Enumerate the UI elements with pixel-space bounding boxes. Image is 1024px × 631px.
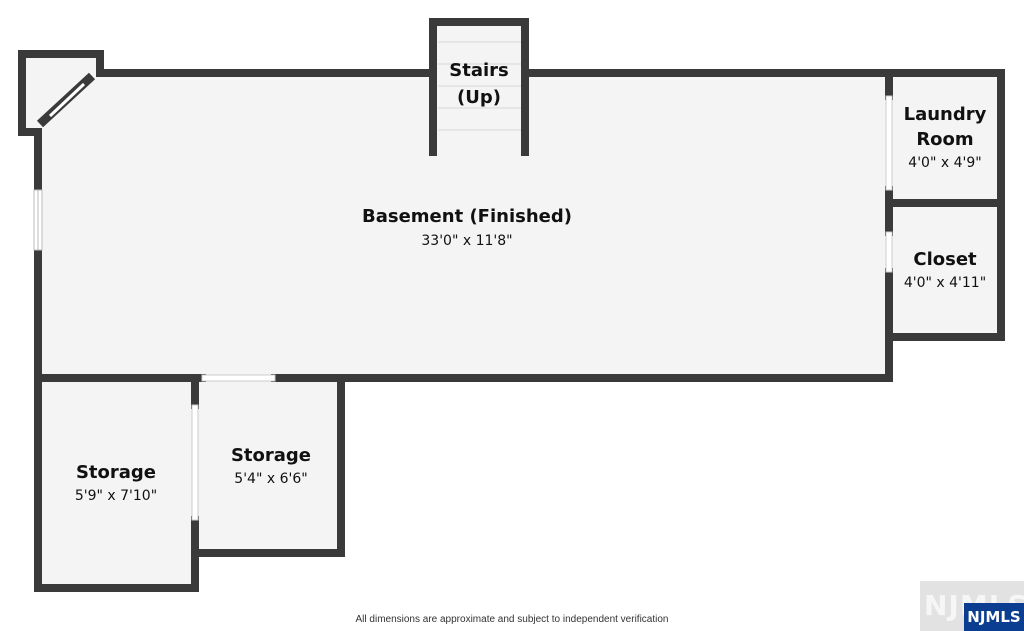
mls-watermark: NJMLS NJMLS — [920, 581, 1024, 631]
storage-right-floor — [195, 378, 341, 553]
closet-label: Closet — [913, 249, 977, 270]
storage-right-label: Storage — [231, 445, 311, 466]
storage-right-dimensions: 5'4" x 6'6" — [234, 471, 307, 487]
laundry-dimensions: 4'0" x 4'9" — [908, 155, 981, 171]
stairs-label-line1: Stairs — [449, 60, 508, 81]
room-floors — [20, 22, 1001, 588]
storage-left-floor — [38, 378, 195, 588]
dimensions-disclaimer: All dimensions are approximate and subje… — [355, 614, 669, 625]
basement-dimensions: 33'0" x 11'8" — [421, 233, 512, 249]
closet-floor — [889, 203, 1001, 337]
stairs-label-line2: (Up) — [457, 87, 501, 108]
laundry-door — [885, 95, 893, 191]
storage-left-dimensions: 5'9" x 7'10" — [75, 488, 157, 504]
closet-door — [885, 231, 893, 273]
mls-logo-badge: NJMLS — [964, 603, 1024, 631]
door-openings — [191, 95, 893, 521]
corner-door — [36, 72, 96, 128]
closet-dimensions: 4'0" x 4'11" — [904, 275, 986, 291]
left-window — [33, 189, 43, 251]
walls — [18, 18, 1005, 592]
corner-nook-floor — [20, 52, 102, 134]
basement-label: Basement (Finished) — [362, 206, 572, 227]
stair-treads — [438, 41, 521, 131]
storage-left-label: Storage — [76, 462, 156, 483]
laundry-label-line2: Room — [916, 129, 973, 150]
laundry-room-floor — [889, 73, 1001, 203]
room-labels: Stairs (Up) Basement (Finished) 33'0" x … — [75, 60, 987, 504]
storage-right-door — [201, 374, 276, 382]
storage-left-door — [191, 404, 199, 521]
laundry-label-line1: Laundry — [904, 104, 987, 125]
